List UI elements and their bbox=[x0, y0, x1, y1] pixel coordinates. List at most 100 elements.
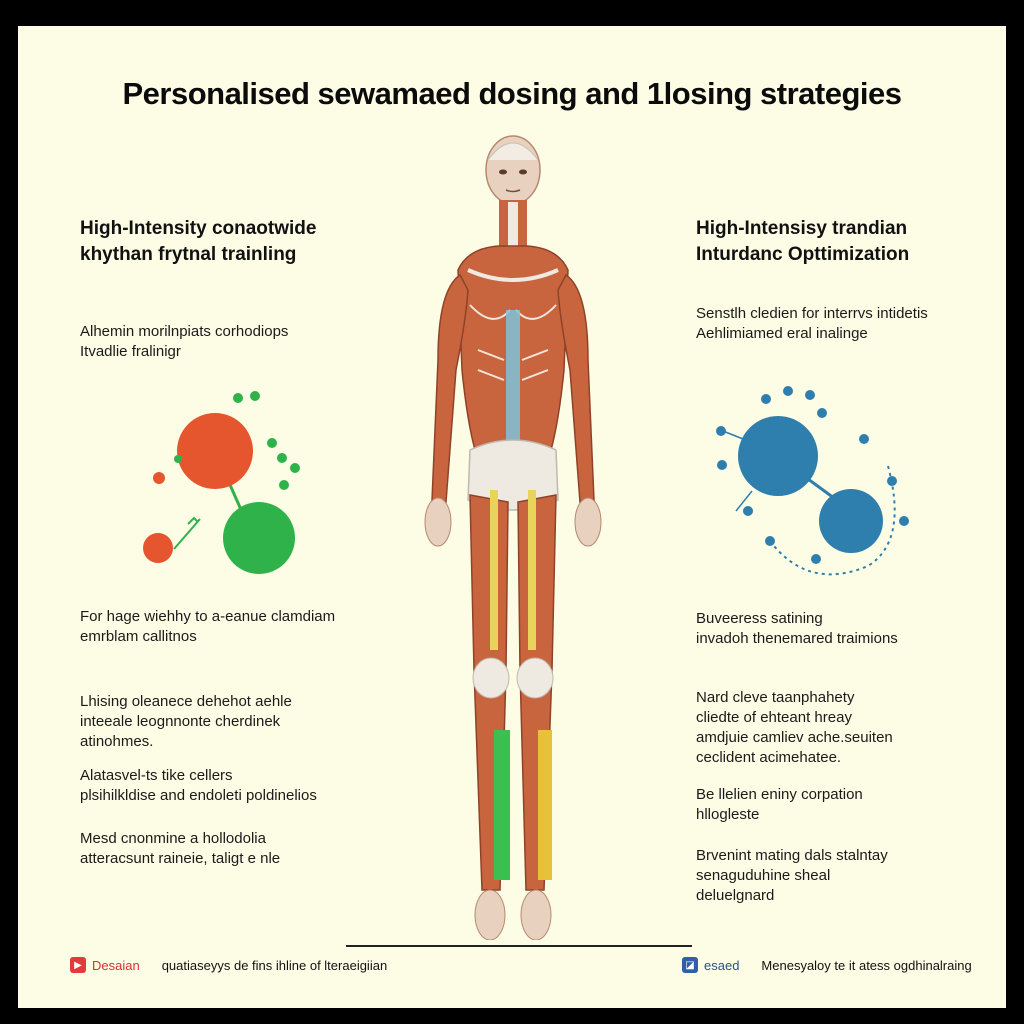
infographic-canvas: Personalised sewamaed dosing and 1losing… bbox=[18, 26, 1006, 1008]
green-dot bbox=[277, 453, 287, 463]
left-arm bbox=[431, 273, 469, 503]
right-paragraph-4: Brvenint mating dals stalntay senaguduhi… bbox=[696, 846, 888, 906]
blue-dot bbox=[717, 460, 727, 470]
left-intro-line: Alhemin morilnpiats corhodiops bbox=[80, 323, 289, 340]
right-paragraph-2: Nard cleve taanphahety cliedte of ehtean… bbox=[696, 688, 893, 768]
text-line: For hage wiehhy to a-eanue clamdiam bbox=[80, 608, 336, 625]
left-knee bbox=[472, 657, 510, 699]
orange-node-large bbox=[177, 413, 253, 489]
page-title: Personalised sewamaed dosing and 1losing… bbox=[122, 76, 902, 111]
right-paragraph-1: Buveeress satining invadoh thenemared tr… bbox=[696, 609, 898, 649]
blue-dot bbox=[743, 506, 753, 516]
left-heading-line: khythan frytnal trainling bbox=[80, 244, 297, 265]
text-line: Be llelien eniny corpation bbox=[696, 786, 863, 803]
text-line: cliedte of ehteant hreay bbox=[696, 709, 852, 726]
right-paragraph-3: Be llelien eniny corpation hllogleste bbox=[696, 785, 863, 825]
connector-line bbox=[173, 518, 201, 550]
play-icon: ▶ bbox=[70, 957, 86, 973]
mouth bbox=[505, 189, 521, 193]
right-foot bbox=[520, 889, 552, 940]
text-line: atteracsunt raineie, taligt e nle bbox=[80, 850, 281, 867]
right-heading-line: High-Intensisy trandian bbox=[696, 218, 908, 239]
right-heading: High-Intensisy trandian Inturdanc Opttim… bbox=[696, 216, 909, 268]
text-line: Buveeress satining bbox=[696, 610, 823, 627]
green-node-large bbox=[223, 502, 295, 574]
left-intro: Alhemin morilnpiats corhodiops Itvadlie … bbox=[80, 322, 288, 362]
footer-left: ▶ Desaian quatiaseyys de fins ihline of … bbox=[70, 957, 387, 973]
skull-top bbox=[487, 142, 539, 161]
text-line: ceclident acimehatee. bbox=[696, 749, 842, 766]
blue-dot bbox=[765, 536, 775, 546]
right-shin-highlight bbox=[538, 730, 552, 880]
rib bbox=[521, 369, 549, 381]
text-line: Brvenint mating dals stalntay bbox=[696, 847, 888, 864]
rib bbox=[477, 349, 505, 361]
orange-dot bbox=[153, 472, 165, 484]
text-line: atinohmes. bbox=[80, 733, 154, 750]
blue-dot bbox=[716, 426, 726, 436]
collarbone bbox=[467, 268, 559, 282]
orange-node-small bbox=[143, 533, 173, 563]
blue-dot bbox=[899, 516, 909, 526]
right-hand bbox=[574, 497, 602, 547]
footer-divider bbox=[346, 945, 692, 947]
blue-dot bbox=[805, 390, 815, 400]
blue-dot bbox=[811, 554, 821, 564]
footer-left-brand: Desaian bbox=[92, 957, 140, 973]
text-line: senaguduhine sheal bbox=[696, 867, 831, 884]
left-heading-line: High-Intensity conaotwide bbox=[80, 218, 317, 239]
blue-dot bbox=[859, 434, 869, 444]
footer-right: ◪ esaed Menesyaloy te it atess ogdhinalr… bbox=[682, 957, 972, 973]
left-hand bbox=[424, 497, 452, 547]
trachea bbox=[508, 202, 518, 246]
left-paragraph-1: For hage wiehhy to a-eanue clamdiam emrb… bbox=[80, 607, 335, 647]
text-line: invadoh thenemared traimions bbox=[696, 630, 898, 647]
brand-icon: ◪ bbox=[682, 957, 698, 973]
left-intro-line: Itvadlie fralinigr bbox=[80, 343, 181, 360]
green-dot bbox=[267, 438, 277, 448]
spine-highlight bbox=[506, 310, 520, 450]
right-arm bbox=[557, 273, 595, 503]
green-dot bbox=[233, 393, 243, 403]
text-line: Mesd cnonmine a hollodolia bbox=[80, 830, 266, 847]
footer-right-brand: esaed bbox=[704, 957, 740, 973]
left-foot bbox=[474, 889, 506, 940]
anatomy-figure bbox=[424, 135, 602, 940]
right-intro-line: Senstlh cledien for interrvs intidetis bbox=[696, 305, 928, 322]
right-thigh-highlight bbox=[528, 490, 536, 650]
blue-node-large bbox=[738, 416, 818, 496]
left-paragraph-4: Mesd cnonmine a hollodolia atteracsunt r… bbox=[80, 829, 280, 869]
right-eye bbox=[519, 169, 527, 175]
text-line: Lhising oleanece dehehot aehle bbox=[80, 693, 292, 710]
footer-left-text: quatiaseyys de fins ihline of lteraeigii… bbox=[161, 957, 388, 973]
footer-right-text: Menesyaloy te it atess ogdhinalraing bbox=[761, 957, 972, 973]
blue-dot bbox=[817, 408, 827, 418]
text-line: Alatasvel-ts tike cellers bbox=[80, 767, 233, 784]
right-intro: Senstlh cledien for interrvs intidetis A… bbox=[696, 304, 928, 344]
text-line: Nard cleve taanphahety bbox=[696, 689, 855, 706]
left-shin-highlight bbox=[494, 730, 510, 880]
blue-dot bbox=[783, 386, 793, 396]
green-dot bbox=[290, 463, 300, 473]
text-line: inteeale leognnonte cherdinek bbox=[80, 713, 281, 730]
green-dot bbox=[174, 455, 182, 463]
right-intro-line: Aehlimiamed eral inalinge bbox=[696, 325, 868, 342]
text-line: hllogleste bbox=[696, 806, 760, 823]
blue-dot bbox=[761, 394, 771, 404]
text-line: emrblam callitnos bbox=[80, 628, 197, 645]
left-paragraph-2: Lhising oleanece dehehot aehle inteeale … bbox=[80, 692, 292, 752]
left-network-diagram bbox=[143, 391, 300, 574]
right-heading-line: Inturdanc Opttimization bbox=[696, 244, 910, 265]
left-thigh-highlight bbox=[490, 490, 498, 650]
green-dot bbox=[250, 391, 260, 401]
rib bbox=[521, 349, 549, 361]
rib bbox=[477, 369, 505, 381]
right-network-diagram bbox=[716, 386, 909, 576]
text-line: amdjuie camliev ache.seuiten bbox=[696, 729, 893, 746]
blue-dot bbox=[887, 476, 897, 486]
left-heading: High-Intensity conaotwide khythan frytna… bbox=[80, 216, 316, 268]
text-line: deluelgnard bbox=[696, 887, 775, 904]
left-eye bbox=[499, 169, 507, 175]
left-paragraph-3: Alatasvel-ts tike cellers plsihilkldise … bbox=[80, 766, 317, 806]
right-knee bbox=[516, 657, 554, 699]
